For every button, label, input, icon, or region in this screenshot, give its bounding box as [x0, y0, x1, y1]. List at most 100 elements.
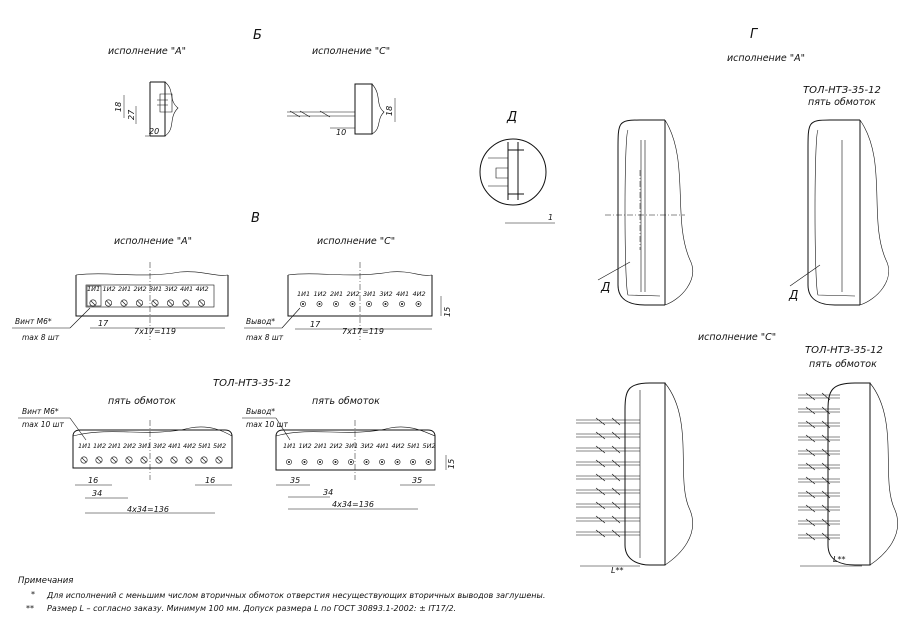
terminal-lead-dot [412, 461, 414, 463]
section-v-dim-15: 15 [443, 307, 452, 317]
terminal-lead-dot [384, 303, 387, 305]
terminal-lead-icon [348, 459, 354, 465]
section-b-dim-18c: 18 [385, 106, 394, 116]
terminal-screw-icon [80, 456, 88, 464]
terminal-lead-dot [302, 303, 304, 305]
section-g-housing-c-left: L** [575, 382, 693, 575]
note-1-text: Для исполнений с меньшим числом вторичны… [46, 591, 545, 600]
section-five: ТОЛ-НТЗ-35-12 пять обмоток пять обмоток … [18, 378, 456, 514]
terminal-label: 1И2 [299, 442, 312, 450]
section-v-dim-7x17-c: 7x17=119 [342, 327, 384, 336]
section-v-qty-8: max 8 шт [22, 333, 60, 342]
notes: Примечания * Для исполнений с меньшим чи… [18, 576, 545, 613]
terminal-lead-dot [318, 303, 321, 305]
terminal-screw-icon [89, 299, 97, 307]
terminal-screw-icon [140, 456, 148, 464]
section-g-windings-c: пять обмоток [809, 359, 877, 370]
terminal-label: 1И1 [87, 285, 100, 293]
terminal-screw-icon [125, 456, 133, 464]
section-five-windings-a: пять обмоток [108, 396, 176, 407]
terminal-screw-icon [198, 299, 206, 307]
terminal-lead-dot [288, 461, 290, 463]
terminal-screw-icon [182, 299, 190, 307]
section-v-letter: В [251, 211, 260, 226]
section-g: Г исполнение "А" ТОЛ-НТЗ-35-12 пять обмо… [575, 27, 898, 575]
section-g-housing-c-right: L** [797, 382, 898, 567]
section-five-dim-34: 34 [92, 489, 102, 498]
terminal-label: 2И2 [330, 442, 343, 450]
terminal-label: 3И2 [361, 442, 374, 450]
terminal-label: 5И1 [198, 442, 211, 450]
terminal-lead-icon [301, 459, 308, 465]
section-g-letter: Г [750, 27, 759, 42]
terminal-label: 4И2 [413, 290, 426, 298]
terminal-label: 4И2 [183, 442, 196, 450]
section-v-screw-note: Винт М6* [15, 317, 52, 326]
terminal-label: 2И1 [330, 290, 343, 298]
section-g-dim-l-left: L** [611, 566, 623, 575]
terminal-lead-dot [401, 303, 403, 305]
terminal-lead-icon [394, 459, 401, 465]
terminal-label: 5И1 [407, 442, 420, 450]
terminal-lead-icon [379, 459, 385, 465]
terminal-lead-dot [365, 461, 368, 463]
section-g-housing-a-right: Д [788, 119, 889, 306]
terminal-lead-icon [363, 459, 370, 465]
terminal-label: 3И1 [149, 285, 162, 293]
terminal-lead-icon [425, 459, 432, 465]
terminal-lead-icon [366, 301, 372, 307]
terminal-lead-icon [333, 301, 339, 307]
section-five-dim-4x34-c: 4x34=136 [332, 500, 374, 509]
terminal-label: 4И2 [392, 442, 405, 450]
section-b-dim-20: 20 [149, 127, 159, 136]
section-five-dim-4x34: 4x34=136 [127, 505, 169, 514]
section-v-dim-17: 17 [98, 319, 109, 328]
section-b: Б исполнение "А" исполнение "С" 18 27 20… [108, 28, 396, 137]
terminal-screw-icon [155, 456, 163, 464]
terminal-lead-dot [417, 303, 420, 305]
section-b-dim-18: 18 [114, 102, 123, 112]
terminal-lead-dot [334, 461, 337, 463]
section-b-detail-c: 10 18 [287, 83, 396, 137]
section-g-dim-l-right: L** [833, 555, 845, 564]
section-g-housing-a-left: Д [597, 119, 693, 306]
section-b-variant-a-label: исполнение "А" [108, 46, 186, 57]
terminal-lead-dot [368, 303, 370, 305]
terminal-label: 3И1 [138, 442, 151, 450]
terminal-label: 5И2 [213, 442, 226, 450]
terminal-screw-icon [120, 299, 128, 307]
section-five-block-c: Вывод* max 10 шт 35 34 4x34=136 35 15 1И… [242, 407, 456, 510]
terminal-screw-icon [105, 299, 113, 307]
terminal-lead-icon [415, 301, 422, 307]
note-2-mark: ** [26, 604, 34, 613]
terminal-lead-dot [396, 461, 399, 463]
section-v-qty-8-c: max 8 шт [246, 333, 284, 342]
terminal-lead-dot [319, 461, 321, 463]
terminal-lead-dot [335, 303, 337, 305]
terminal-screw-icon [200, 456, 208, 464]
section-g-model: ТОЛ-НТЗ-35-12 [803, 85, 881, 96]
section-b-dim-27: 27 [127, 109, 136, 120]
section-v-lead-note: Вывод* [246, 317, 275, 326]
section-five-qty-10-c: max 10 шт [246, 420, 289, 429]
terminal-label: 4И2 [196, 285, 209, 293]
section-v-variant-c-label: исполнение "С" [317, 236, 395, 247]
terminal-label: 4И1 [376, 442, 389, 450]
terminal-screw-icon [167, 299, 175, 307]
section-five-dim-15: 15 [447, 459, 456, 469]
section-b-detail-a: 18 27 20 [114, 81, 179, 137]
section-five-model: ТОЛ-НТЗ-35-12 [213, 378, 291, 389]
section-v-variant-a-label: исполнение "А" [114, 236, 192, 247]
section-g-windings: пять обмоток [808, 97, 876, 108]
section-g-mark-d-left: Д [600, 280, 610, 294]
terminal-label: 2И2 [347, 290, 360, 298]
terminal-label: 1И1 [297, 290, 310, 298]
terminal-lead-dot [351, 303, 354, 305]
section-v-dim-17-c: 17 [310, 320, 321, 329]
